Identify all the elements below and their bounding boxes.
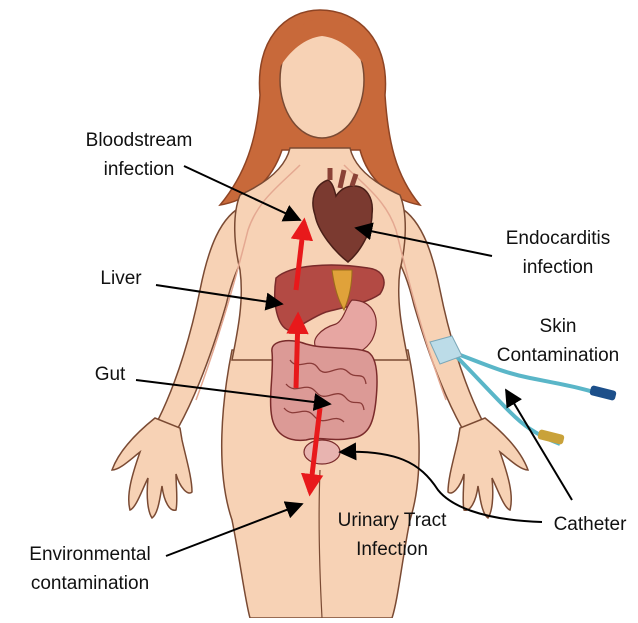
- label-line: Environmental: [4, 540, 176, 569]
- label-line: Skin: [480, 312, 636, 341]
- label-urinary-tract-infection: Urinary Tract Infection: [322, 506, 462, 564]
- label-line: Gut: [82, 360, 138, 389]
- label-line: Catheter: [544, 510, 636, 539]
- bladder-organ: [304, 440, 340, 464]
- left-hand: [112, 418, 192, 518]
- label-line: Infection: [322, 535, 462, 564]
- label-line: Liver: [86, 264, 156, 293]
- label-endocarditis-infection: Endocarditis infection: [480, 224, 636, 282]
- spread-arrow-middle: [296, 316, 298, 388]
- label-bloodstream-infection: Bloodstream infection: [66, 126, 212, 184]
- label-line: infection: [66, 155, 212, 184]
- pointer-skin: [506, 390, 572, 500]
- label-line: infection: [480, 253, 636, 282]
- label-skin-contamination: Skin Contamination: [480, 312, 636, 370]
- label-gut: Gut: [82, 360, 138, 389]
- catheter-cap-blue: [589, 385, 617, 401]
- label-catheter: Catheter: [544, 510, 636, 539]
- label-line: contamination: [4, 569, 176, 598]
- label-line: Urinary Tract: [322, 506, 462, 535]
- label-environmental-contamination: Environmental contamination: [4, 540, 176, 598]
- label-line: Bloodstream: [66, 126, 212, 155]
- catheter-cap-gold: [537, 429, 565, 445]
- right-hand: [448, 418, 528, 518]
- label-line: Contamination: [480, 341, 636, 370]
- label-line: Endocarditis: [480, 224, 636, 253]
- label-liver: Liver: [86, 264, 156, 293]
- intestines: [271, 341, 377, 441]
